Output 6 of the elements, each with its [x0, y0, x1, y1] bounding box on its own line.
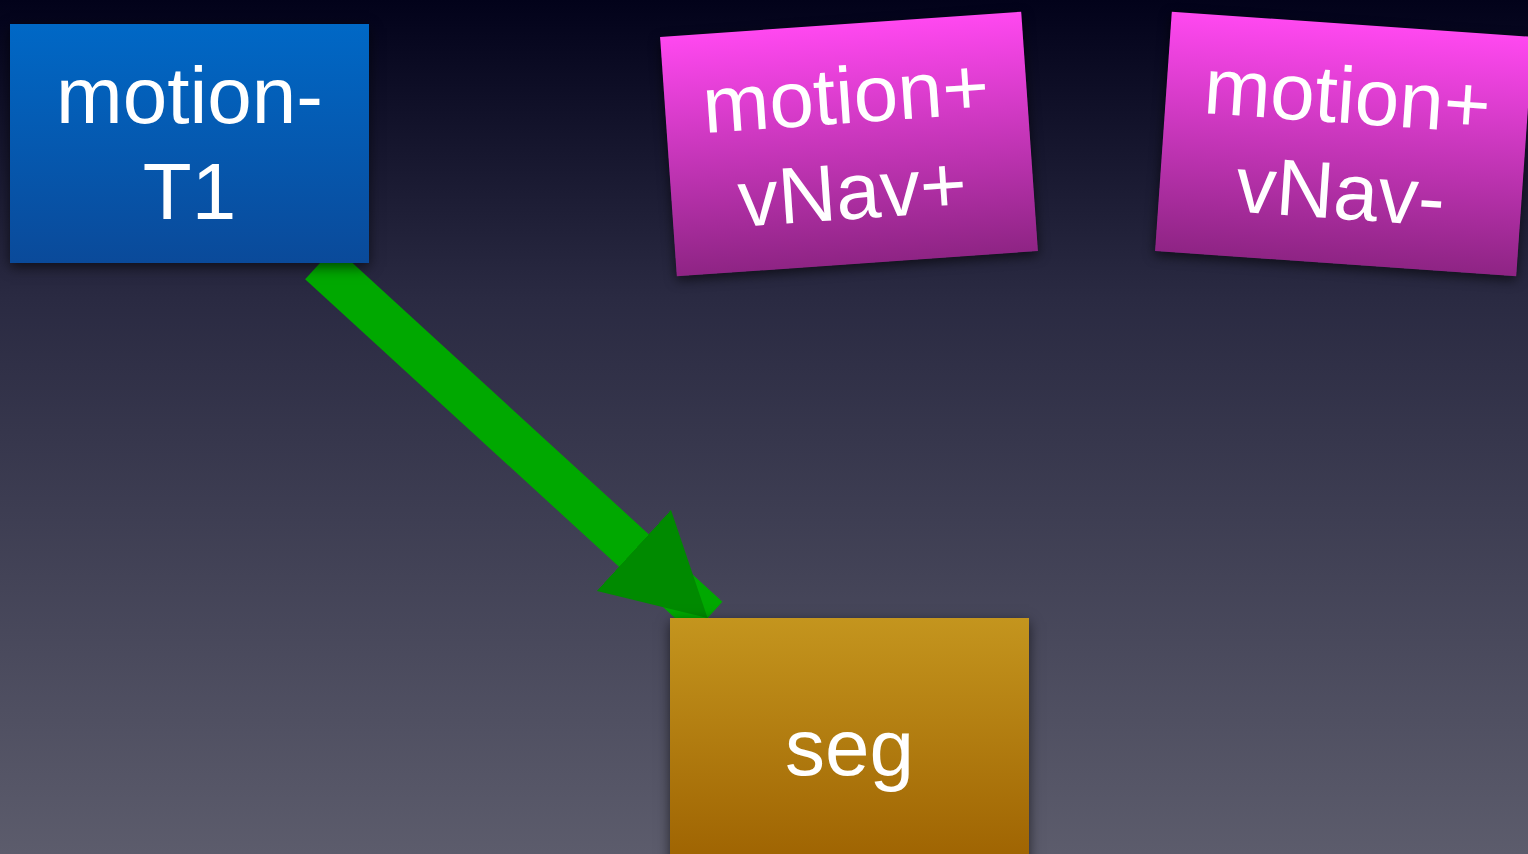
- box-label: motion- T1: [55, 49, 324, 238]
- box-label: motion+ vNav+: [698, 40, 993, 246]
- label-box: [670, 618, 1029, 854]
- box-label: motion+ vNav-: [1200, 40, 1495, 246]
- label-box: [10, 24, 369, 263]
- box-label: seg: [784, 702, 915, 794]
